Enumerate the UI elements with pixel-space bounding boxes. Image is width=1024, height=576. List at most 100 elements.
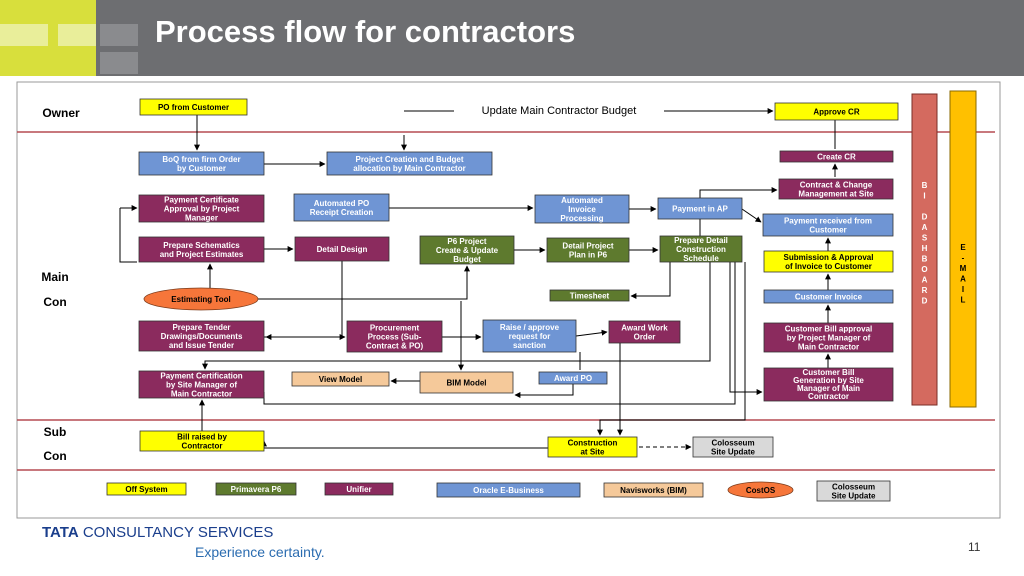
legend-swatch: [727, 481, 794, 499]
update-budget-label: Update Main Contractor Budget: [482, 105, 637, 117]
legend-swatch: [816, 480, 891, 502]
node-shape: [608, 320, 681, 344]
node-prepare-tender-text: Prepare Tender: [172, 323, 230, 332]
node-shape: [138, 151, 265, 176]
diagram-frame: [16, 81, 1001, 519]
node-colosseum-text: Site Update: [711, 447, 756, 456]
header-decoration: [100, 24, 138, 46]
node-shape: [138, 236, 265, 263]
node-procurement-text: Procurement: [370, 323, 420, 332]
node-customer-bill-approval-text: Customer Bill approval: [785, 324, 873, 333]
node-shape: [763, 250, 894, 273]
node-prepare-detail-schedule-text: Schedule: [683, 254, 719, 263]
node-payment-cert-approval-text: Manager: [185, 213, 218, 222]
node-construction-site-text: Construction: [568, 438, 618, 447]
legend-swatch: [324, 482, 394, 496]
email-letter: L: [961, 296, 966, 305]
node-approve-cr-text: Approve CR: [813, 107, 859, 116]
node-p6-project-text: Budget: [453, 255, 481, 264]
legend-off-system: Off System: [106, 482, 187, 496]
node-shape: [293, 193, 390, 222]
node-shape: [547, 436, 638, 458]
node-bill-raised-text: Bill raised by: [177, 432, 227, 441]
legend-swatch: [603, 482, 704, 498]
node-automated-po-text: Automated PO: [314, 199, 370, 208]
node-submission-approval-text: of Invoice to Customer: [785, 262, 872, 271]
lane-label: Con: [43, 295, 66, 309]
node-estimating-tool-text: Estimating Tool: [171, 295, 230, 304]
email-letter: -: [962, 254, 965, 263]
lane-label: Main: [41, 270, 68, 284]
node-award-work-order-text: Award Work: [621, 323, 668, 332]
node-shape: [138, 320, 265, 352]
node-shape: [138, 370, 265, 399]
node-shape: [763, 367, 894, 402]
header-decoration: [58, 24, 96, 46]
node-timesheet-text: Timesheet: [570, 291, 610, 300]
node-prepare-schematics-text: Prepare Schematics: [163, 241, 240, 250]
node-customer-bill-generation-text: Contractor: [808, 392, 849, 401]
node-award-work-order-text: Order: [634, 332, 656, 341]
node-create-cr: Create CR: [779, 150, 894, 163]
node-payment-received-text: Payment received from: [784, 216, 872, 225]
node-create-cr-text: Create CR: [817, 152, 856, 161]
legend-costos-text: CostOS: [746, 486, 776, 495]
node-prepare-detail-schedule-text: Construction: [676, 245, 726, 254]
bi-dashboard-letter: H: [922, 244, 928, 253]
legend-swatch: [106, 482, 187, 496]
node-shape: [538, 371, 608, 385]
edge-payment-to-received: [741, 208, 762, 223]
legend-swatch: [215, 482, 297, 496]
edge-raise-to-award: [575, 329, 608, 337]
email-letter: A: [960, 275, 966, 284]
legend-navisworks: Navisworks (BIM): [603, 482, 704, 498]
node-shape: [657, 197, 743, 220]
email-letter: M: [960, 264, 967, 273]
node-automated-po-text: Receipt Creation: [310, 208, 374, 217]
legend-primavera-text: Primavera P6: [231, 485, 282, 494]
node-shape: [419, 235, 515, 265]
legend-off-system-text: Off System: [125, 485, 167, 494]
node-shape: [143, 287, 259, 311]
node-shape: [762, 213, 894, 237]
node-shape: [778, 178, 894, 200]
legend-unifier-text: Unifier: [346, 485, 371, 494]
node-payment-cert-approval-text: Approval by Project: [164, 204, 240, 213]
edge-schedule-to-timesheet: [630, 262, 671, 299]
node-raise-approve-text: sanction: [513, 341, 546, 350]
node-prepare-tender-text: Drawings/Documents: [161, 332, 243, 341]
node-payment-cert-site-text: by Site Manager of: [166, 380, 237, 389]
node-shape: [139, 98, 248, 116]
node-view-model: View Model: [291, 371, 390, 387]
node-customer-bill-approval-text: by Project Manager of: [787, 333, 871, 342]
node-payment-received-text: Customer: [809, 225, 846, 234]
page-title: Process flow for contractors: [155, 14, 576, 49]
node-shape: [482, 319, 577, 353]
legend-oracle: Oracle E-Business: [436, 482, 581, 498]
legend-navisworks-text: Navisworks (BIM): [620, 486, 687, 495]
header-bar: Process flow for contractors: [0, 0, 1024, 76]
node-timesheet: Timesheet: [549, 289, 630, 302]
node-raise-approve-text: request for: [509, 332, 551, 341]
edge-schedule-to-generation: [729, 262, 763, 395]
legend-primavera: Primavera P6: [215, 482, 297, 496]
lane-label: Sub: [44, 425, 67, 439]
node-customer-invoice: Customer Invoice: [763, 289, 894, 304]
brand-logo: TATA CONSULTANCY SERVICES: [42, 524, 273, 541]
node-shape: [419, 371, 514, 394]
node-po-from-customer: PO from Customer: [139, 98, 248, 116]
edge-schedule-to-construction: [597, 262, 746, 436]
node-colosseum-text: Colosseum: [711, 438, 754, 447]
